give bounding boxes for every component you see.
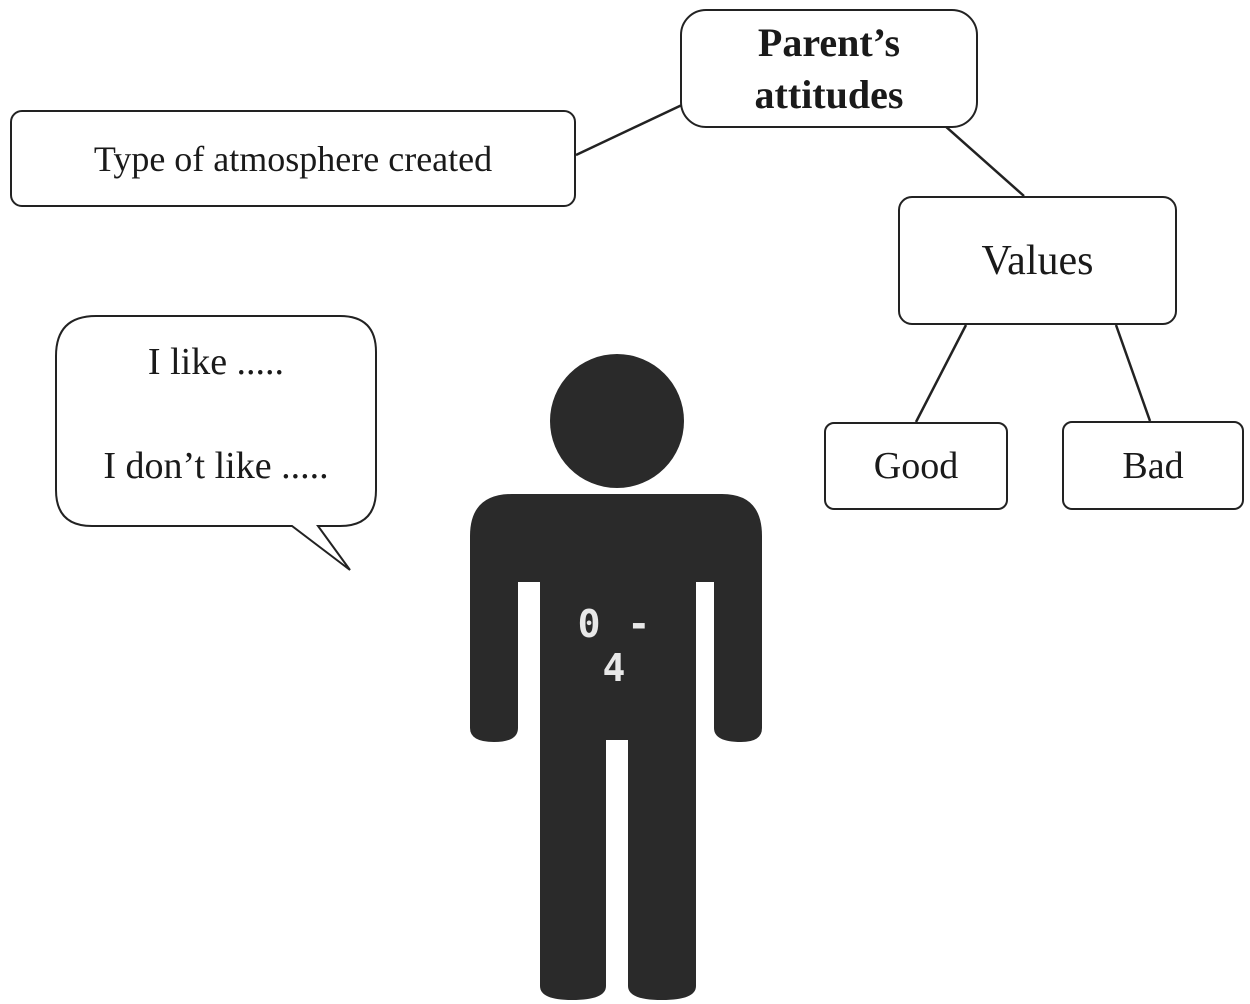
node-bad-label: Bad — [1122, 444, 1184, 487]
node-good: Good — [824, 422, 1008, 510]
node-parents-attitudes-line1: Parent’s — [757, 19, 901, 65]
figure-age-label: 0 - 4 — [577, 602, 653, 690]
node-values: Values — [898, 196, 1177, 325]
child-figure — [470, 354, 762, 1000]
speech-bubble-line-dislike: I don’t like ..... — [103, 445, 329, 487]
node-values-label: Values — [981, 237, 1094, 284]
node-parents-attitudes-line2: attitudes — [754, 71, 904, 117]
connector-values-bad — [1114, 324, 1152, 422]
node-good-label: Good — [873, 445, 959, 487]
node-bad: Bad — [1062, 421, 1244, 510]
connector-values-good — [914, 324, 968, 423]
speech-bubble-line-like: I like ..... — [147, 341, 285, 383]
figure-head — [550, 354, 684, 488]
speech-bubble-outline — [55, 315, 377, 571]
node-atmosphere-label: Type of atmosphere created — [93, 138, 493, 179]
node-parents-attitudes: Parent’s attitudes — [680, 9, 978, 128]
connector-atmosphere-parents — [575, 102, 685, 157]
figure-body — [470, 494, 762, 1000]
node-atmosphere: Type of atmosphere created — [10, 110, 576, 207]
connector-parents-values — [943, 124, 1025, 197]
